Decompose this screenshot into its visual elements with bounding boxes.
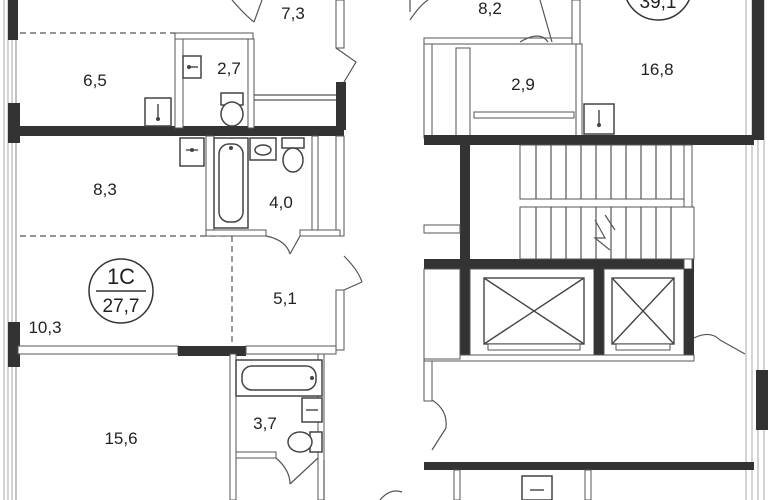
room-area-label: 8,2 <box>478 0 502 18</box>
left-exterior-wall <box>0 0 20 500</box>
room-area-label: 10,3 <box>28 318 61 337</box>
sink-icon <box>521 475 553 500</box>
room-area-label: 2,9 <box>511 75 535 94</box>
apartment-badge: 1С 27,7 <box>88 258 154 324</box>
sink-icon <box>583 103 615 135</box>
bathtub-icon <box>213 137 249 229</box>
sink-icon <box>301 397 323 423</box>
right-apartment-fixtures <box>583 103 615 135</box>
left-apartment-fixtures <box>144 0 363 500</box>
left-apartment-walls <box>17 0 346 500</box>
stairs-icon <box>519 144 695 260</box>
room-area-label: 5,1 <box>273 289 297 308</box>
bathtub-icon <box>235 359 323 397</box>
building-core <box>379 0 754 500</box>
room-area-label: 7,3 <box>281 4 305 23</box>
sink-icon <box>249 137 277 161</box>
room-area-label: 8,3 <box>93 180 117 199</box>
toilet-icon <box>220 92 244 127</box>
room-area-label: 3,7 <box>253 414 277 433</box>
apartment-area: 27,7 <box>103 296 140 317</box>
neighbor-apartment-badge: 39,1 <box>626 0 690 21</box>
room-area-label: 15,6 <box>104 429 137 448</box>
elevator-shaft-icon <box>603 268 685 356</box>
sink-icon <box>182 55 202 79</box>
room-area-label: 6,5 <box>83 71 107 90</box>
right-exterior-wall <box>745 0 768 500</box>
sink-icon <box>144 97 172 127</box>
room-labels: 7,3 6,5 2,7 8,3 4,0 5,1 10,3 15,6 3,7 8,… <box>28 0 673 448</box>
toilet-icon <box>287 431 323 453</box>
apartment-type: 1С <box>107 264 135 289</box>
room-area-label: 4,0 <box>269 193 293 212</box>
toilet-icon <box>281 137 305 173</box>
room-area-label: 16,8 <box>640 60 673 79</box>
sink-icon <box>179 137 205 167</box>
room-area-label: 2,7 <box>217 59 241 78</box>
elevator-shaft-icon <box>469 268 595 356</box>
neighbor-apartment-area: 39,1 <box>640 0 677 13</box>
